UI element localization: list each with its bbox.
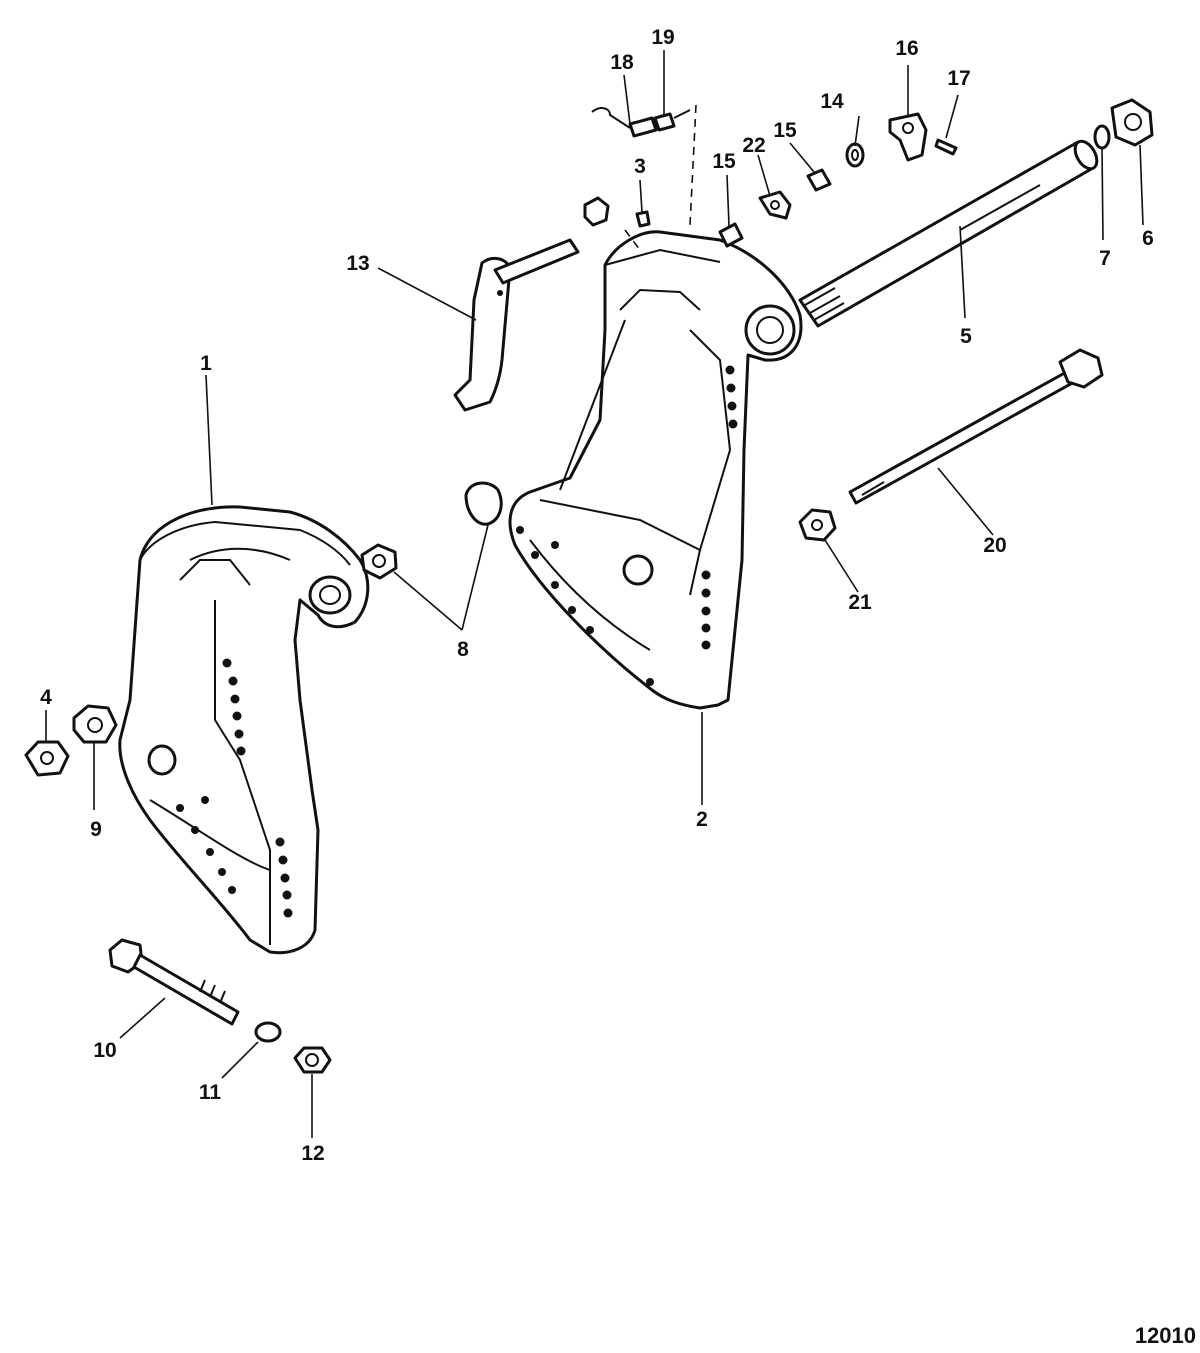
part-4-nut: [24, 740, 70, 777]
part-6-nut: [1110, 98, 1154, 147]
part-12-nut: [293, 1046, 332, 1074]
part-8-washers: [360, 481, 503, 580]
callout-12: 12: [301, 1142, 324, 1165]
callout-8: 8: [457, 638, 469, 661]
callout-21: 21: [848, 591, 872, 614]
callout-labels: 1 2 3 4 5 6 7 8 9 10 11 12 13 14 15 15 1…: [40, 26, 1154, 1165]
callout-15b: 15: [773, 119, 797, 142]
callout-13: 13: [346, 252, 369, 275]
callout-5: 5: [960, 325, 972, 348]
callout-9: 9: [90, 818, 102, 841]
callout-10: 10: [93, 1039, 116, 1062]
callout-3: 3: [634, 155, 646, 178]
callout-18: 18: [610, 51, 634, 74]
part-10-bolt: [108, 938, 240, 1026]
part-7-washer: [1093, 124, 1111, 150]
callout-1: 1: [200, 352, 212, 375]
callout-16: 16: [895, 37, 918, 60]
part-1-transom-bracket: [118, 505, 370, 955]
callout-4: 4: [40, 686, 52, 709]
callout-14: 14: [820, 90, 844, 113]
callout-19: 19: [651, 26, 674, 49]
part-16-lock-lever: [888, 112, 928, 162]
part-21-nut: [798, 508, 837, 542]
callout-2: 2: [696, 808, 708, 831]
callout-17: 17: [947, 67, 970, 90]
part-13-tilt-lever: [453, 238, 580, 412]
callout-11: 11: [199, 1081, 222, 1104]
part-14-washer: [845, 142, 865, 168]
part-19-pin: [653, 109, 691, 132]
part-15-bushing-right: [806, 168, 832, 192]
callout-6: 6: [1142, 227, 1154, 250]
part-17-pin: [934, 138, 958, 156]
callout-20: 20: [983, 534, 1006, 557]
part-nut-top-left: [583, 196, 610, 227]
part-22-clip: [758, 190, 792, 220]
part-9-nut: [72, 704, 118, 744]
callout-7: 7: [1099, 247, 1111, 270]
figure-number: 12010: [1135, 1323, 1196, 1348]
part-5-tilt-tube: [798, 139, 1099, 328]
part-3-grease-fitting: [635, 210, 651, 228]
part-18-spring: [591, 107, 658, 138]
part-11-washer: [254, 1021, 282, 1043]
leader-lines: [45, 50, 1144, 1138]
part-20-bolt: [848, 348, 1104, 505]
callout-22: 22: [742, 134, 765, 157]
callout-15a: 15: [712, 150, 736, 173]
part-15-bushing-left: [718, 222, 744, 248]
part-2-transom-bracket: [508, 230, 803, 710]
